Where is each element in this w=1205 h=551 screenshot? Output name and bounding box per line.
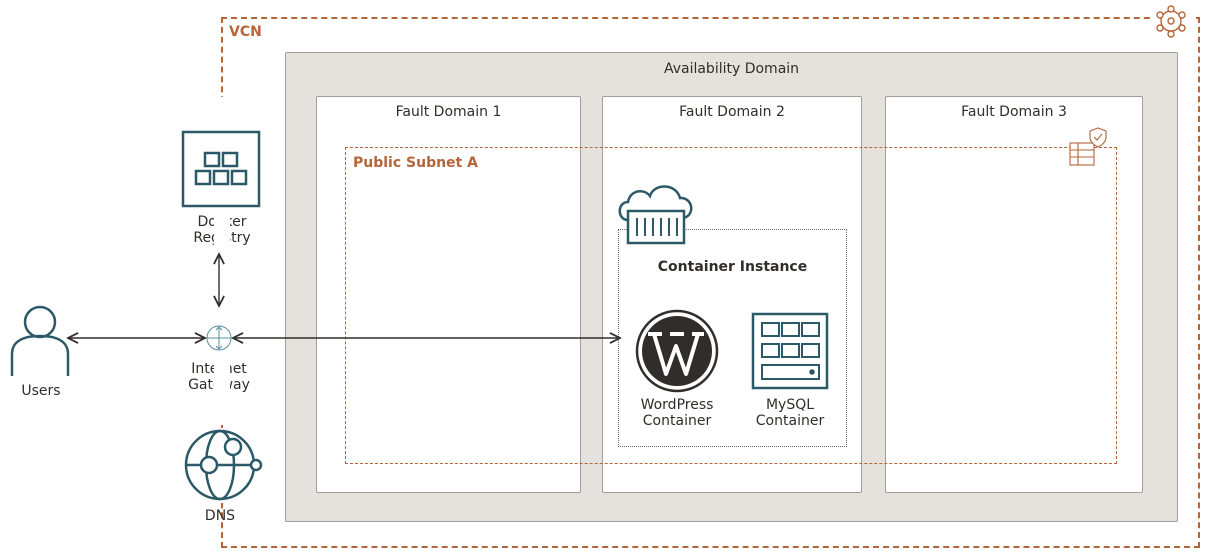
wordpress-icon [635, 309, 719, 393]
public-subnet [345, 147, 1117, 464]
internet-gateway-icon [206, 325, 232, 351]
fault-domain-1-label: Fault Domain 1 [395, 104, 502, 120]
security-list-icon [1069, 127, 1107, 166]
docker-registry-icon [181, 130, 261, 208]
vcn-icon [1156, 5, 1186, 38]
availability-domain-label: Availability Domain [663, 61, 800, 77]
vcn-label: VCN [229, 24, 262, 40]
container-instance-icon [618, 185, 693, 245]
dns-icon [184, 429, 263, 501]
public-subnet-label: Public Subnet A [353, 155, 478, 171]
fault-domain-3-label: Fault Domain 3 [961, 104, 1067, 120]
fault-domain-3 [885, 96, 1143, 493]
fault-domain-2-label: Fault Domain 2 [679, 104, 785, 120]
mysql-icon [751, 312, 829, 390]
dns-label: DNS [204, 508, 236, 524]
users-label: Users [21, 383, 61, 399]
container-instance-label: Container Instance [657, 259, 808, 275]
fault-domain-2 [602, 96, 862, 493]
fault-domain-1 [316, 96, 581, 493]
users-icon [10, 305, 70, 376]
